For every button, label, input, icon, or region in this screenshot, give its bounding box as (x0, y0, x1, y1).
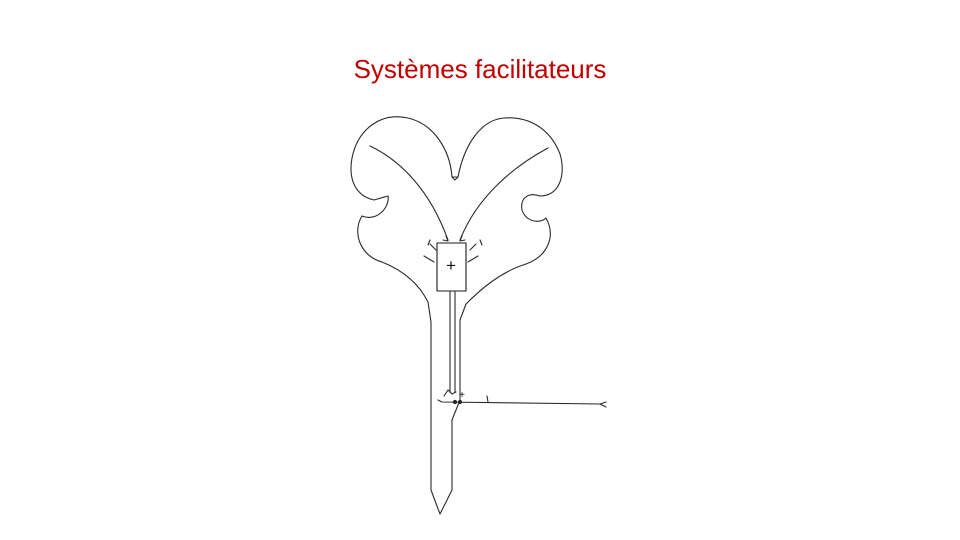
synapse-symbol: + (459, 390, 465, 401)
peripheral-nerve (437, 399, 601, 405)
left-upper-arrow (429, 243, 437, 251)
right-input-arrow (467, 255, 479, 263)
slide-title: Systèmes facilitateurs (353, 54, 607, 84)
facilitator-center-box (436, 242, 467, 292)
right-upper-arrow (469, 243, 477, 251)
synapse-junction (443, 389, 457, 397)
brain-outline (350, 116, 563, 515)
left-input-arrow (423, 255, 435, 263)
nerve-ending (599, 401, 607, 408)
center-box-symbol: + (446, 256, 456, 275)
nerve-tick (486, 395, 489, 403)
arrow-heads (427, 235, 483, 246)
left-cortical-tract (369, 145, 449, 241)
midline-fissure (451, 176, 459, 181)
right-cortical-tract (459, 147, 549, 241)
